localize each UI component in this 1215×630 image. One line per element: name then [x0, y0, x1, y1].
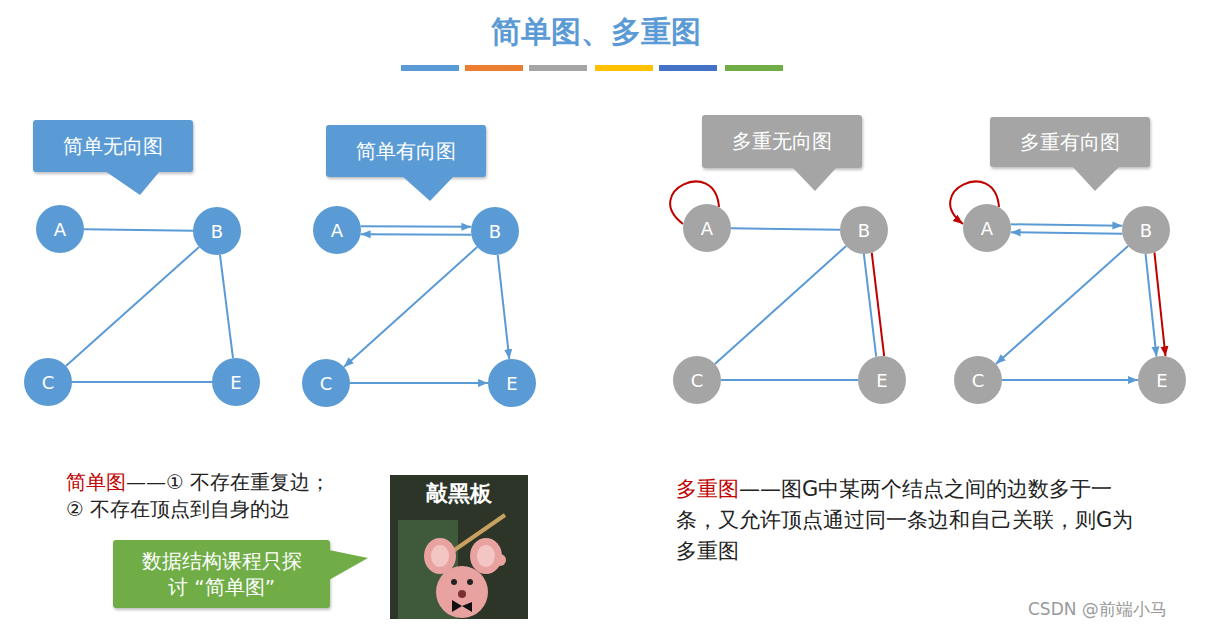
vertex-letter: A [981, 218, 993, 239]
watermark: CSDN @前端小马 [1028, 596, 1167, 623]
vertex-circle: A [963, 204, 1011, 252]
vertex-circle: E [1138, 356, 1186, 404]
definition-text: ——图G中某两个结点之间的边数多于一条，又允许顶点通过同一条边和自己关联，则G为… [676, 477, 1133, 563]
vertex-letter: C [691, 370, 704, 391]
vertex-letter: E [230, 372, 241, 393]
graph-edge [721, 379, 858, 381]
graph-edge [72, 381, 212, 383]
callout-tail-shape [1072, 166, 1120, 191]
graph-edge [361, 233, 472, 236]
vertex-circle: B [840, 206, 888, 254]
vertex-letter: E [876, 370, 887, 391]
callout-bubble: 数据结构课程只探讨 “简单图” [113, 540, 330, 608]
callout-tail-shape [792, 167, 837, 191]
graph-edge [350, 382, 488, 384]
cartoon-picture [390, 475, 528, 619]
vertex-circle: B [1122, 206, 1170, 254]
callout-tail-shape [105, 171, 160, 195]
callout-tail [990, 117, 991, 118]
vertex-circle: A [36, 205, 84, 253]
graph-edge [220, 255, 233, 358]
callout-tail [113, 540, 114, 541]
definition-text: 简单图——① 不存在重复边；② 不存在顶点到自身的边 [66, 469, 376, 523]
graph-edge [872, 253, 884, 356]
graph-edge [66, 247, 199, 366]
vertex-letter: A [331, 220, 343, 241]
callout-tail [702, 115, 703, 116]
callout-text: 数据结构课程只探讨 “简单图” [135, 548, 308, 600]
graph-edge [731, 228, 840, 229]
vertex-circle: C [24, 358, 72, 406]
vertex-circle: E [488, 359, 536, 407]
callout-text: 简单无向图 [63, 133, 163, 160]
callout-tail [326, 125, 327, 126]
vertex-circle: E [212, 358, 260, 406]
graph-edge [361, 225, 472, 228]
vertex-circle: A [683, 204, 731, 252]
definition-text: ——① 不存在重复边； [126, 470, 330, 494]
vertex-letter: A [54, 219, 66, 240]
graph-edge [498, 255, 510, 359]
definition-text: ② 不存在顶点到自身的边 [66, 497, 290, 521]
vertex-circle: C [302, 359, 350, 407]
callout-bubble: 简单无向图 [33, 120, 193, 172]
definition-line: ② 不存在顶点到自身的边 [66, 496, 376, 523]
graph-edge [1002, 379, 1138, 381]
graph-edge [715, 246, 846, 364]
callout-text: 多重有向图 [1020, 129, 1120, 156]
graph-edge [996, 246, 1128, 364]
color-bars [401, 65, 783, 71]
definition-line: 简单图——① 不存在重复边； [66, 469, 376, 496]
vertex-letter: A [701, 218, 713, 239]
graph-edge [344, 247, 477, 367]
page-title: 简单图、多重图 [0, 12, 1192, 53]
graph-edge [1011, 232, 1123, 233]
vertex-circle: C [954, 356, 1002, 404]
callout-text: 简单有向图 [356, 138, 456, 165]
vertex-circle: B [193, 207, 241, 255]
vertex-circle: E [858, 356, 906, 404]
term: 简单图 [66, 470, 126, 494]
vertex-letter: B [1140, 220, 1152, 241]
graph-edge [1154, 252, 1165, 356]
vertex-letter: C [320, 373, 333, 394]
term: 多重图 [676, 477, 739, 501]
vertex-circle: C [673, 356, 721, 404]
picture-caption: 敲黑板 [390, 480, 528, 507]
callout-bubble: 多重无向图 [702, 115, 862, 168]
graph-edge [1146, 254, 1157, 357]
vertex-letter: C [42, 372, 55, 393]
vertex-letter: C [972, 370, 985, 391]
vertex-letter: B [489, 221, 501, 242]
picture-text: 敲黑板 [426, 481, 492, 506]
vertex-letter: B [858, 220, 870, 241]
vertex-letter: E [506, 373, 517, 394]
vertex-letter: B [211, 221, 223, 242]
callout-text: 多重无向图 [732, 128, 832, 155]
callout-tail-shape [402, 176, 454, 201]
callout-bubble: 多重有向图 [990, 117, 1150, 167]
vertex-letter: E [1156, 370, 1167, 391]
callout-bubble: 简单有向图 [326, 125, 486, 177]
graph-edge [84, 229, 193, 230]
watermark-text: CSDN @前端小马 [1028, 599, 1167, 619]
graph-edge [1011, 224, 1123, 225]
definition-text: 多重图——图G中某两个结点之间的边数多于一条，又允许顶点通过同一条边和自己关联，… [676, 474, 1151, 567]
vertex-circle: B [471, 207, 519, 255]
callout-tail [33, 120, 34, 121]
vertex-circle: A [313, 206, 361, 254]
callout-tail-shape [329, 550, 368, 580]
